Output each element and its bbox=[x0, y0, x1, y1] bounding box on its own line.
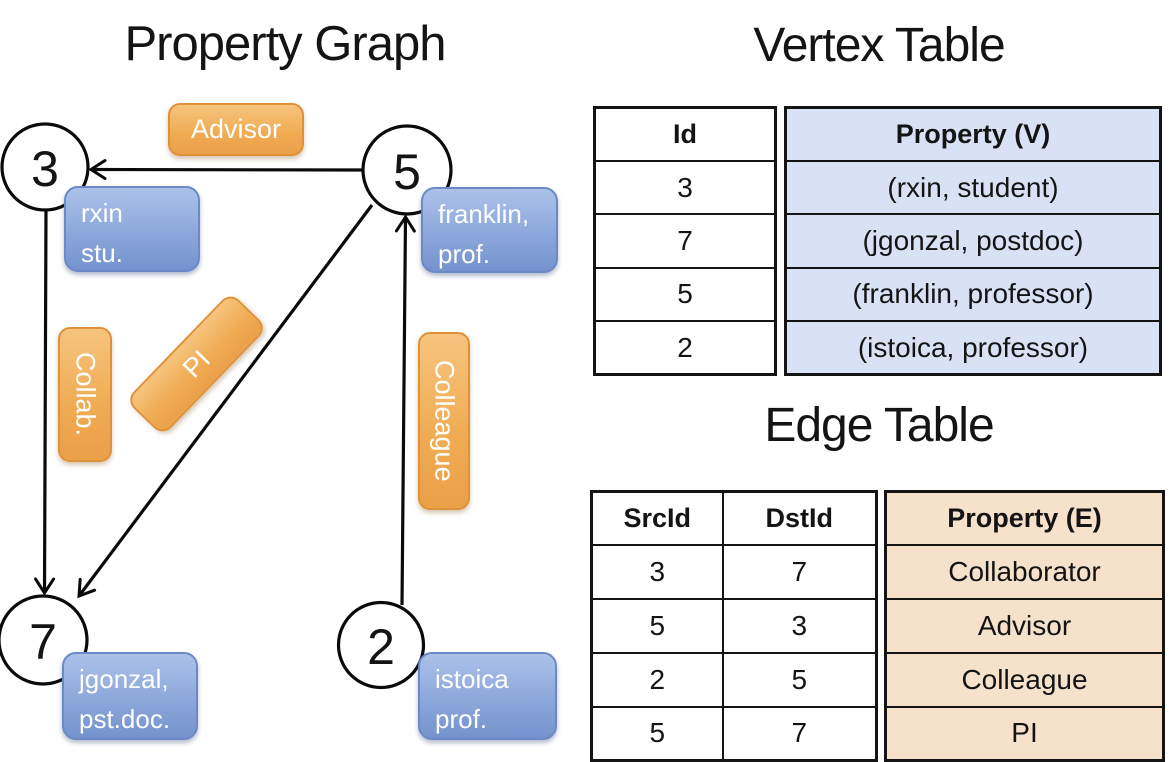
edge-srcid-cell: 2 bbox=[590, 651, 724, 708]
node-circle-3 bbox=[0, 122, 90, 212]
node-circle-2 bbox=[336, 600, 426, 690]
edge-property-cell: Advisor bbox=[884, 598, 1165, 654]
edge-label-colleague: Colleague bbox=[418, 332, 470, 510]
edge-table-header-srcid: SrcId bbox=[590, 490, 724, 547]
vertex-table-property-column: Property (V) (rxin, student) (jgonzal, p… bbox=[784, 106, 1162, 376]
vertex-table-title: Vertex Table bbox=[753, 19, 1005, 72]
vertex-id-cell: 7 bbox=[593, 213, 777, 269]
vertex-property-box-jgonzal: jgonzal, pst.doc. bbox=[62, 652, 198, 740]
vertex-table-id-column: Id 3 7 5 2 bbox=[593, 106, 777, 376]
node-id-5: 5 bbox=[393, 144, 421, 200]
edge-line-collab-3-to-7 bbox=[34, 209, 56, 596]
edge-label-text: Advisor bbox=[190, 114, 282, 144]
vertex-property-box-franklin: franklin, prof. bbox=[421, 187, 558, 273]
edge-srcid-cell: 5 bbox=[590, 598, 724, 654]
vertex-table-header-property: Property (V) bbox=[784, 106, 1162, 162]
edge-line-colleague-2-to-5 bbox=[394, 214, 416, 606]
edge-line-advisor-5-to-3 bbox=[88, 159, 363, 181]
node-id-7: 7 bbox=[29, 614, 57, 670]
edge-table-property-column: Property (E) Collaborator Advisor Collea… bbox=[884, 490, 1165, 762]
vertex-property-cell: (rxin, student) bbox=[784, 159, 1162, 216]
vertex-property-line: stu. bbox=[81, 238, 123, 268]
edge-dstid-cell: 5 bbox=[721, 651, 878, 708]
edge-property-cell: Collaborator bbox=[884, 544, 1165, 601]
vertex-property-cell: (istoica, professor) bbox=[784, 320, 1162, 376]
vertex-property-line: franklin, bbox=[438, 199, 530, 229]
edge-line-pi-5-to-7 bbox=[77, 204, 374, 599]
edge-dstid-cell: 7 bbox=[721, 705, 878, 762]
vertex-property-line: pst.doc. bbox=[79, 704, 171, 734]
vertex-id-cell: 5 bbox=[593, 266, 777, 323]
node-id-3: 3 bbox=[31, 141, 59, 197]
vertex-property-line: prof. bbox=[435, 704, 488, 734]
vertex-id-cell: 2 bbox=[593, 320, 777, 376]
property-graph-title: Property Graph bbox=[124, 17, 447, 71]
vertex-property-line: rxin bbox=[81, 198, 123, 228]
edge-dstid-cell: 7 bbox=[721, 544, 878, 601]
edge-property-cell: Colleague bbox=[884, 651, 1165, 708]
vertex-property-line: istoica bbox=[435, 664, 509, 694]
vertex-property-cell: (franklin, professor) bbox=[784, 266, 1162, 323]
edge-label-collab: Collab. bbox=[58, 327, 112, 462]
vertex-table-header-id: Id bbox=[593, 106, 777, 162]
edge-table-header-dstid: DstId bbox=[721, 490, 878, 547]
edge-table-title: Edge Table bbox=[764, 399, 994, 452]
vertex-property-box-istoica: istoica prof. bbox=[418, 652, 557, 740]
edge-property-cell: PI bbox=[884, 705, 1165, 762]
edge-label-advisor: Advisor bbox=[168, 103, 304, 156]
edge-table-src-dst-columns: SrcId DstId 3 7 5 3 2 5 5 7 bbox=[590, 490, 878, 762]
vertex-property-cell: (jgonzal, postdoc) bbox=[784, 213, 1162, 269]
edge-srcid-cell: 5 bbox=[590, 705, 724, 762]
edge-label-text: PI bbox=[176, 344, 216, 384]
vertex-property-line: prof. bbox=[438, 239, 491, 269]
node-id-2: 2 bbox=[367, 619, 395, 675]
edge-srcid-cell: 3 bbox=[590, 544, 724, 601]
edge-table-header-property: Property (E) bbox=[884, 490, 1165, 547]
property-graph-canvas: 3 5 7 2 bbox=[0, 122, 453, 690]
vertex-property-box-rxin: rxin stu. bbox=[64, 186, 200, 272]
edge-label-text: Collab. bbox=[70, 352, 101, 437]
vertex-id-cell: 3 bbox=[593, 159, 777, 216]
edge-dstid-cell: 3 bbox=[721, 598, 878, 654]
vertex-property-line: jgonzal, bbox=[79, 664, 169, 694]
edge-label-text: Colleague bbox=[429, 360, 460, 482]
